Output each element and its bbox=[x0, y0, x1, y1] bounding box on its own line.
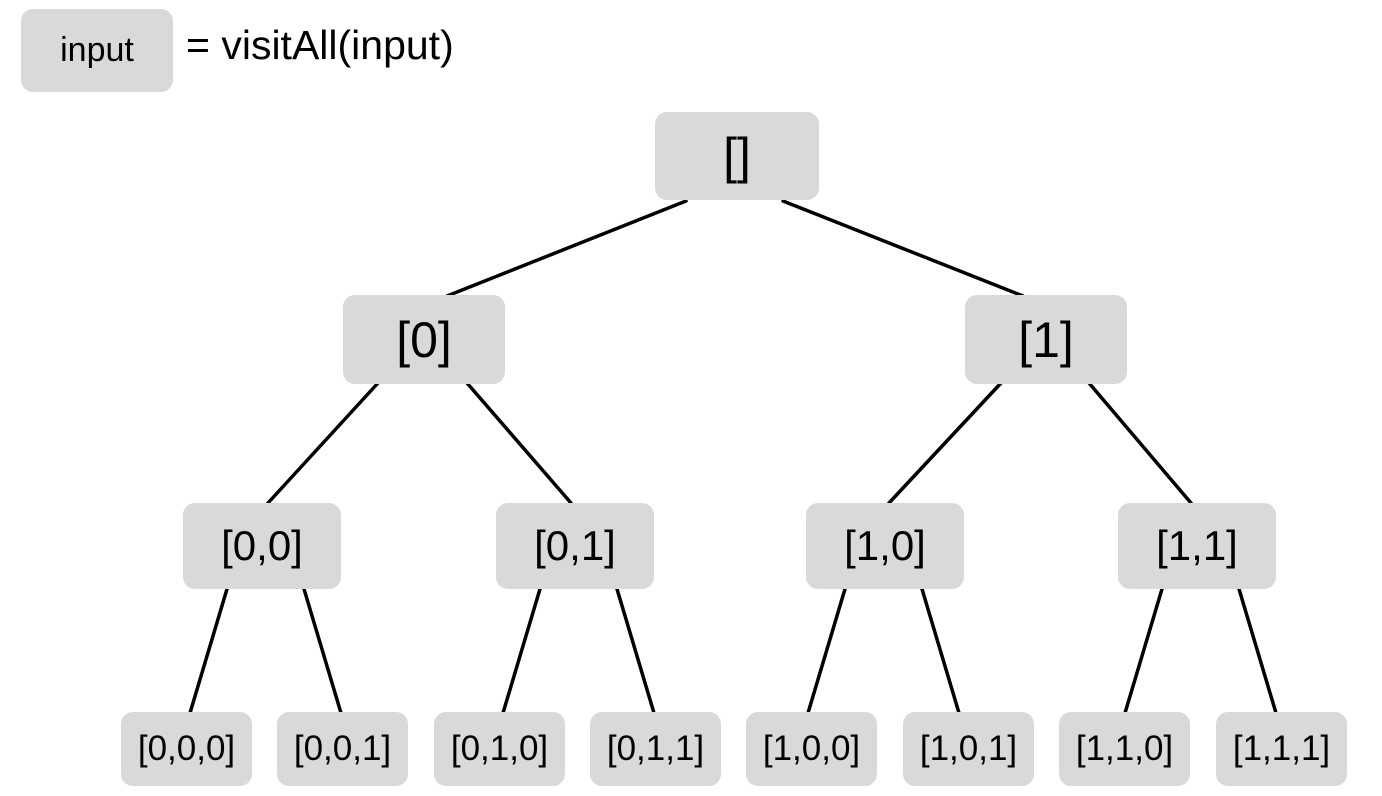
edge-0-to-01 bbox=[465, 381, 573, 505]
node-level2: [1,1] bbox=[1118, 503, 1276, 589]
node-level3: [0,1,0] bbox=[434, 712, 565, 786]
node-level3: [0,0,1] bbox=[277, 712, 408, 786]
legend-formula: = visitAll(input) bbox=[186, 22, 454, 68]
edge-0-to-00 bbox=[266, 381, 380, 505]
edge-00-to-001 bbox=[302, 587, 343, 715]
node-level3: [0,0,0] bbox=[121, 712, 252, 786]
legend-input-box: input bbox=[21, 9, 173, 92]
node-level1: [0] bbox=[343, 295, 505, 384]
node-level2: [0,1] bbox=[496, 503, 654, 589]
node-level2: [0,0] bbox=[183, 503, 341, 589]
edge-10-to-101 bbox=[920, 587, 961, 715]
edge-11-to-110 bbox=[1123, 587, 1164, 715]
edge-root-to-0 bbox=[445, 199, 688, 298]
node-level3: [0,1,1] bbox=[590, 712, 721, 786]
node-root: [] bbox=[655, 112, 819, 200]
node-level1: [1] bbox=[965, 295, 1127, 384]
node-level2: [1,0] bbox=[806, 503, 964, 589]
edge-00-to-000 bbox=[188, 587, 229, 715]
edge-1-to-11 bbox=[1087, 381, 1193, 505]
edge-11-to-111 bbox=[1237, 587, 1278, 715]
node-level3: [1,1,1] bbox=[1216, 712, 1347, 786]
node-level3: [1,0,1] bbox=[903, 712, 1034, 786]
edge-01-to-010 bbox=[501, 587, 542, 715]
node-level3: [1,1,0] bbox=[1059, 712, 1190, 786]
edge-root-to-1 bbox=[781, 199, 1025, 298]
edge-01-to-011 bbox=[615, 587, 656, 715]
edge-1-to-10 bbox=[887, 381, 1003, 505]
node-level3: [1,0,0] bbox=[746, 712, 877, 786]
edge-10-to-100 bbox=[806, 587, 847, 715]
